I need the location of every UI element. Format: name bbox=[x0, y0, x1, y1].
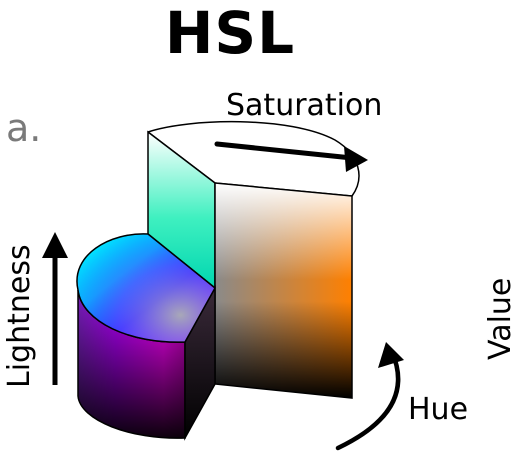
lightness-arrow bbox=[42, 232, 68, 385]
saturation-arrow bbox=[214, 141, 368, 172]
value-label: Value bbox=[483, 277, 515, 360]
hue-label: Hue bbox=[408, 392, 469, 427]
lower-cylinder bbox=[76, 233, 216, 441]
panel-letter: a. bbox=[6, 106, 42, 150]
lightness-label: Lightness bbox=[2, 244, 37, 388]
saturation-label: Saturation bbox=[226, 88, 383, 123]
page-title: HSL bbox=[164, 0, 296, 67]
face-orange bbox=[214, 182, 353, 399]
hue-arrow bbox=[335, 342, 404, 451]
